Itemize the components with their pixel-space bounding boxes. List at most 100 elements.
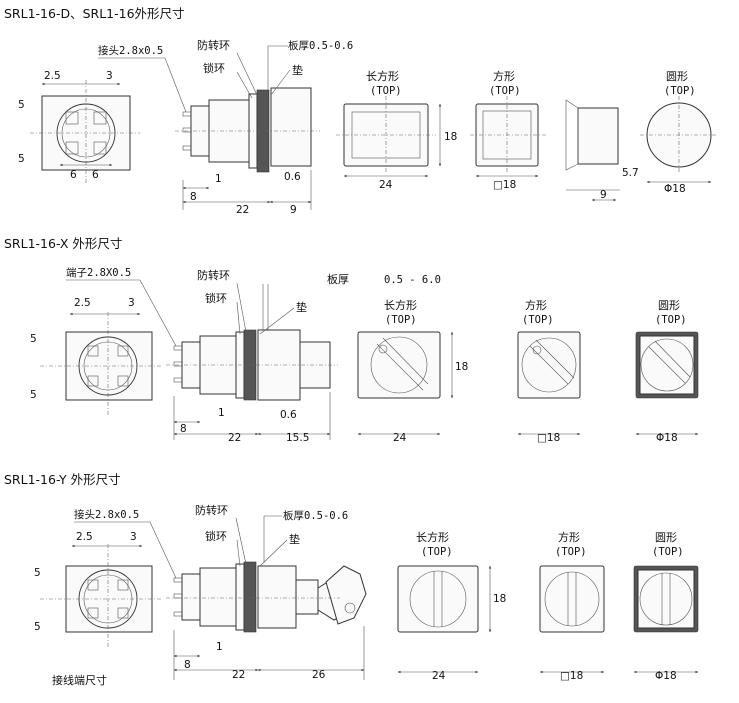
side-view-x: 8 1 0.6 22 15.5 端子2.8X0.5 防转环 锁环 板厚 0.5 …: [66, 266, 441, 444]
top-rect-name: 长方形: [366, 69, 399, 83]
dim-y-5a: 5: [34, 567, 41, 579]
top-square-x-w: □18: [537, 432, 560, 444]
dim-1: 1: [215, 173, 222, 185]
callout-ring-guard: 防转环: [197, 38, 230, 52]
callout-y-terminal: 接头2.8x0.5: [74, 508, 139, 521]
top-round-x-name: 圆形: [658, 299, 680, 312]
top-round-w: Φ18: [664, 183, 686, 195]
top-rect-h: 18: [444, 131, 457, 143]
top-rect-y-h: 18: [493, 593, 506, 605]
callout-x-lock-ring: 锁环: [205, 291, 227, 305]
top-round-x-top: (TOP): [655, 314, 687, 326]
top-square-x-name: 方形: [525, 298, 547, 312]
top-rect-x-top: (TOP): [385, 314, 417, 326]
side-profile-small: 9 5.7: [565, 99, 639, 202]
top-rect-y-w: 24: [432, 670, 446, 682]
side-view: 8 1 0.6 22 9 接头2.8x0.5 防转环 锁环 板厚0.5-0.6 …: [98, 38, 353, 216]
top-square-name: 方形: [493, 69, 515, 83]
dim-y-5b: 5: [34, 621, 41, 633]
top-round-y: 圆形 (TOP) Φ18: [633, 531, 699, 682]
dim-y-8: 8: [184, 659, 191, 671]
top-round-x: 圆形 (TOP) Φ18: [635, 299, 699, 444]
top-round-y-top: (TOP): [652, 546, 684, 558]
top-round: 圆形 (TOP) Φ18: [640, 70, 718, 195]
dim-x-5a: 5: [30, 333, 37, 345]
footer-terminal-dims: 接线端尺寸: [52, 673, 107, 687]
dim-x-0-6: 0.6: [280, 409, 297, 421]
dim-y-3: 3: [130, 531, 137, 543]
dim-x-22: 22: [228, 432, 241, 444]
dim-x-1: 1: [218, 407, 225, 419]
top-rect-y-name: 长方形: [416, 530, 449, 544]
top-square-x-top: (TOP): [522, 314, 554, 326]
top-rect-w: 24: [379, 179, 393, 191]
callout-x-terminal: 端子2.8X0.5: [66, 266, 131, 279]
callout-x-washer: 垫: [296, 300, 307, 314]
dim-y-22: 22: [232, 669, 245, 681]
top-square-w: □18: [493, 179, 516, 191]
dim-extra-5-7: 5.7: [622, 167, 639, 179]
callout-y-ring-guard: 防转环: [195, 503, 228, 517]
top-square: 方形 (TOP) □18: [470, 69, 546, 191]
dim-y-26: 26: [312, 669, 326, 681]
section-title: SRL1-16-D、SRL1-16外形尺寸: [4, 6, 185, 21]
top-square-y-w: □18: [560, 670, 583, 682]
callout-x-ring-guard: 防转环: [197, 268, 230, 282]
top-rect: 长方形 (TOP) 24 18: [336, 69, 457, 191]
callout-x-panel-val: 0.5 - 6.0: [384, 274, 441, 286]
dim-5b: 5: [18, 153, 25, 165]
top-round-name: 圆形: [666, 70, 688, 83]
top-rect-x-h: 18: [455, 361, 468, 373]
top-rect-x-name: 长方形: [384, 298, 417, 312]
front-view-y: 2.5 3 5 5 接线端尺寸: [34, 531, 162, 687]
dim-9: 9: [290, 204, 297, 216]
section-title-y: SRL1-16-Y 外形尺寸: [4, 472, 121, 487]
callout-y-panel: 板厚0.5-0.6: [283, 509, 348, 522]
top-square-top: (TOP): [489, 85, 521, 97]
top-round-top: (TOP): [664, 85, 696, 97]
dim-8: 8: [190, 191, 197, 203]
top-rect-y: 长方形 (TOP) 24 18: [397, 530, 506, 682]
side-view-y: 8 1 22 26 接头2.8x0.5 防转环 锁环 板厚0.5-0.6 垫: [74, 503, 367, 681]
top-square-y-name: 方形: [558, 530, 580, 544]
dim-x-2-5: 2.5: [74, 297, 91, 309]
front-view-x: 2.5 3 5 5: [30, 297, 162, 416]
callout-lock-ring: 锁环: [203, 61, 225, 75]
dim-6a: 6: [70, 169, 77, 181]
top-square-y-top: (TOP): [555, 546, 587, 558]
section-srl1-16-d: SRL1-16-D、SRL1-16外形尺寸 2.5 3 6 6 5 5: [4, 6, 718, 216]
front-view: 2.5 3 6 6 5 5: [18, 70, 140, 185]
top-square-y: 方形 (TOP) □18: [539, 530, 605, 682]
dim-3: 3: [106, 70, 113, 82]
top-round-y-w: Φ18: [655, 670, 677, 682]
section-srl1-16-x: SRL1-16-X 外形尺寸 2.5 3 5 5: [4, 236, 699, 444]
callout-y-lock-ring: 锁环: [205, 529, 227, 543]
callout-y-washer: 垫: [289, 532, 300, 546]
dim-x-8: 8: [180, 423, 187, 435]
top-round-x-w: Φ18: [656, 432, 678, 444]
dim-x-3: 3: [128, 297, 135, 309]
dim-x-15-5: 15.5: [286, 432, 309, 444]
dim-x-5b: 5: [30, 389, 37, 401]
dim-2-5: 2.5: [44, 70, 61, 82]
callout-washer: 垫: [292, 63, 303, 77]
callout-x-panel: 板厚: [327, 272, 349, 286]
dim-y-2-5: 2.5: [76, 531, 93, 543]
section-title-x: SRL1-16-X 外形尺寸: [4, 236, 122, 251]
callout-panel: 板厚0.5-0.6: [288, 39, 353, 52]
callout-terminal: 接头2.8x0.5: [98, 44, 163, 57]
dim-6b: 6: [92, 169, 99, 181]
top-rect-x-w: 24: [393, 432, 407, 444]
dim-22: 22: [236, 204, 249, 216]
top-rect-y-top: (TOP): [421, 546, 453, 558]
section-srl1-16-y: SRL1-16-Y 外形尺寸 2.5 3 5 5 接线端尺寸: [4, 472, 699, 687]
dim-y-1: 1: [216, 641, 223, 653]
dim-extra-9: 9: [600, 189, 607, 201]
dim-5a: 5: [18, 99, 25, 111]
dim-0-6: 0.6: [284, 171, 301, 183]
top-round-y-name: 圆形: [655, 531, 677, 544]
top-square-x: 方形 (TOP) □18: [517, 298, 581, 444]
top-rect-x: 长方形 (TOP) 24 18: [357, 298, 468, 444]
top-rect-top: (TOP): [370, 85, 402, 97]
